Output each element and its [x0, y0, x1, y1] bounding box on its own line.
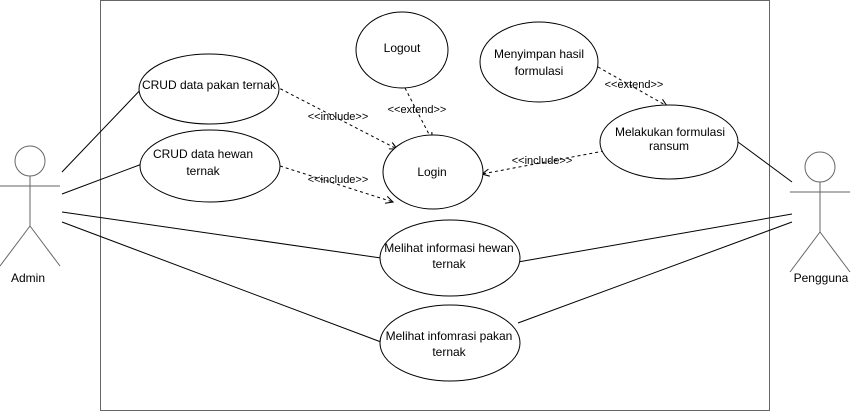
use-case-view-feed-info-label-line1: Melihat infomrasi pakan	[386, 329, 513, 343]
use-case-crud-feed[interactable]: CRUD data pakan ternak	[138, 53, 280, 125]
use-case-save-formulation[interactable]: Menyimpan hasil formulasi	[479, 21, 599, 103]
use-case-view-animal-info-label-line2: ternak	[432, 257, 466, 271]
use-case-view-animal-info-label-line1: Melihat informasi hewan	[384, 241, 513, 255]
dep-formulate-login	[482, 150, 605, 174]
assoc-admin-view-animal	[61, 211, 382, 259]
dep-crud-animal-login	[279, 165, 393, 202]
actor-user-label: Pengguna	[794, 271, 849, 285]
use-case-crud-animal-label-line1: CRUD data hewan	[153, 147, 253, 161]
actor-admin-label: Admin	[11, 271, 45, 285]
actor-user[interactable]	[789, 151, 851, 273]
actor-user-head	[804, 151, 836, 183]
use-case-crud-animal[interactable]: CRUD data hewan ternak	[139, 129, 281, 203]
use-case-login[interactable]: Login	[382, 134, 484, 210]
dep-logout-login	[404, 87, 432, 140]
assoc-admin-crud-feed	[61, 83, 147, 173]
use-case-logout-label: Logout	[384, 41, 421, 55]
assoc-admin-view-feed	[61, 221, 382, 343]
extend-label-logout: <<extend>>	[388, 104, 447, 116]
use-case-formulate-ration-label-line2: ransum	[649, 139, 689, 153]
use-case-view-feed-info[interactable]: Melihat infomrasi pakan ternak	[379, 304, 521, 382]
assoc-user-formulate	[737, 141, 793, 183]
assoc-user-view-animal	[517, 213, 793, 263]
use-case-save-formulation-label-line2: formulasi	[515, 64, 564, 78]
dep-save-formulate	[597, 66, 667, 106]
include-label-formulate: <<include>>	[512, 155, 573, 167]
system-boundary	[100, 0, 770, 411]
assoc-admin-crud-animal	[61, 163, 143, 195]
use-case-formulate-ration[interactable]: Melakukan formulasi ransum	[599, 104, 739, 180]
use-case-crud-animal-label-line2: ternak	[186, 164, 220, 178]
dep-crud-feed-login	[274, 85, 397, 149]
include-label-crud-feed: <<include>>	[308, 111, 369, 123]
use-case-crud-feed-label: CRUD data pakan ternak	[142, 78, 277, 92]
use-case-logout[interactable]: Logout	[355, 11, 449, 89]
use-case-view-feed-info-label-line2: ternak	[432, 345, 466, 359]
assoc-user-view-feed	[517, 221, 793, 324]
actor-admin[interactable]	[0, 145, 61, 267]
use-case-formulate-ration-label-line1: Melakukan formulasi	[615, 125, 725, 139]
extend-label-save: <<extend>>	[605, 79, 664, 91]
use-case-save-formulation-label-line1: Menyimpan hasil	[494, 47, 584, 61]
use-case-view-animal-info[interactable]: Melihat informasi hewan ternak	[379, 219, 521, 297]
include-label-crud-animal: <<include>>	[308, 174, 369, 186]
actor-admin-head	[14, 145, 46, 177]
use-case-login-label: Login	[417, 165, 446, 179]
